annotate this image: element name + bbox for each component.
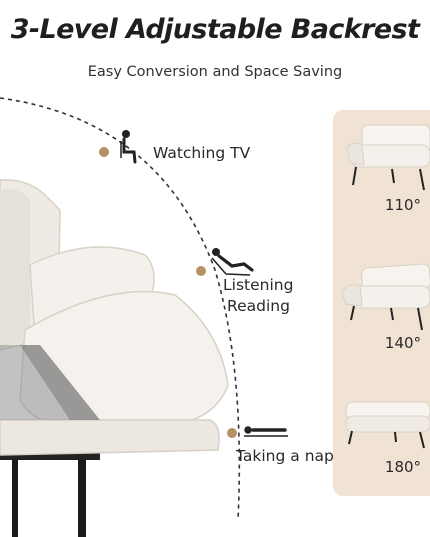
angle-180-label: 180° [384, 458, 422, 476]
label-reading: Reading [227, 297, 290, 315]
angle-140-label: 140° [384, 334, 422, 352]
angle-110-label: 110° [384, 196, 422, 214]
small-sofa-110-image [346, 124, 430, 191]
large-sofa-image [0, 179, 229, 537]
page-title: 3-Level Adjustable Backrest [10, 14, 420, 45]
reclining-person-icon [211, 248, 254, 276]
small-sofa-140-image [341, 263, 430, 331]
label-watching-tv: Watching TV [153, 144, 251, 162]
page-subtitle: Easy Conversion and Space Saving [87, 64, 343, 80]
label-listening: Listening [223, 276, 294, 294]
label-taking-a-nap: Taking a nap [236, 447, 334, 465]
dashed-arc [0, 97, 241, 521]
small-sofa-180-image [345, 401, 430, 449]
marker-dot-2 [196, 266, 206, 276]
marker-dot-1 [99, 147, 109, 157]
marker-dot-3 [227, 428, 237, 438]
lying-person-icon [244, 426, 288, 437]
sitting-person-icon [120, 130, 137, 164]
